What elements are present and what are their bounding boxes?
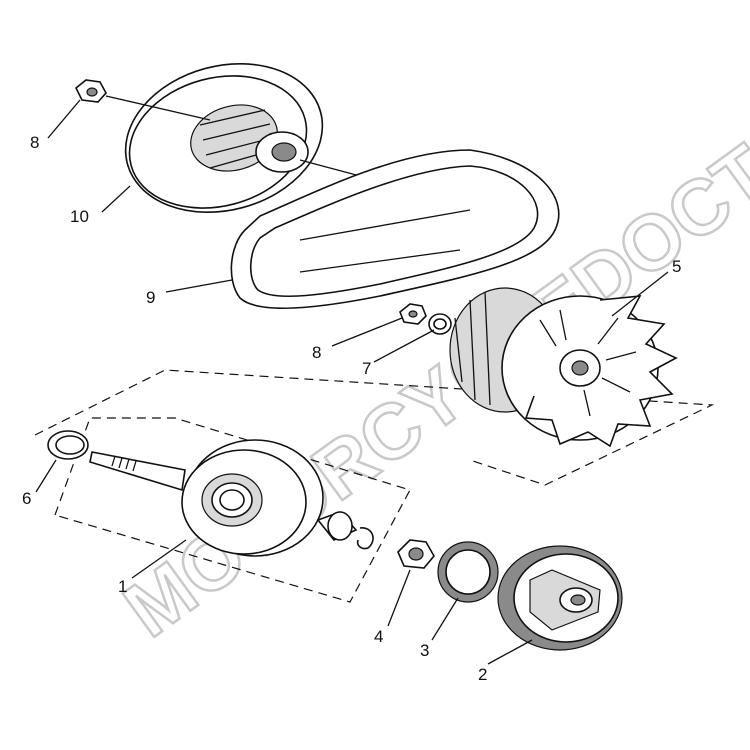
leader-lines	[35, 99, 669, 665]
nut-part-4	[397, 539, 435, 569]
clutch-bell-fan-part-5	[449, 287, 678, 448]
circlip-part-6	[47, 430, 89, 460]
callout-8-top: 8	[30, 133, 39, 152]
clutch-shoe-assembly-part-2	[497, 545, 623, 651]
assembly-frame-upper	[34, 369, 715, 486]
snap-clip	[356, 527, 374, 550]
nut-part-8-top	[74, 79, 107, 103]
callout-9: 9	[146, 288, 155, 307]
callout-3: 3	[420, 641, 429, 660]
callout-7: 7	[362, 359, 371, 378]
callout-8-middle: 8	[312, 343, 321, 362]
callout-4: 4	[374, 627, 383, 646]
driven-pulley-part-10	[124, 62, 324, 214]
drive-shaft-assembly-part-1	[89, 439, 324, 557]
callout-5: 5	[672, 257, 681, 276]
drive-belt-part-9	[230, 149, 560, 310]
needle-bushing	[316, 511, 358, 541]
callout-10: 10	[70, 207, 89, 226]
leader-pulley-to-belt	[299, 159, 361, 177]
one-way-bearing-part-3	[437, 541, 499, 603]
callout-6: 6	[22, 489, 31, 508]
leader-nut-to-pulley	[105, 95, 211, 121]
nut-part-8-middle	[399, 303, 427, 325]
washer-part-7	[428, 313, 452, 335]
callout-1: 1	[118, 577, 127, 596]
callout-2: 2	[478, 665, 487, 684]
